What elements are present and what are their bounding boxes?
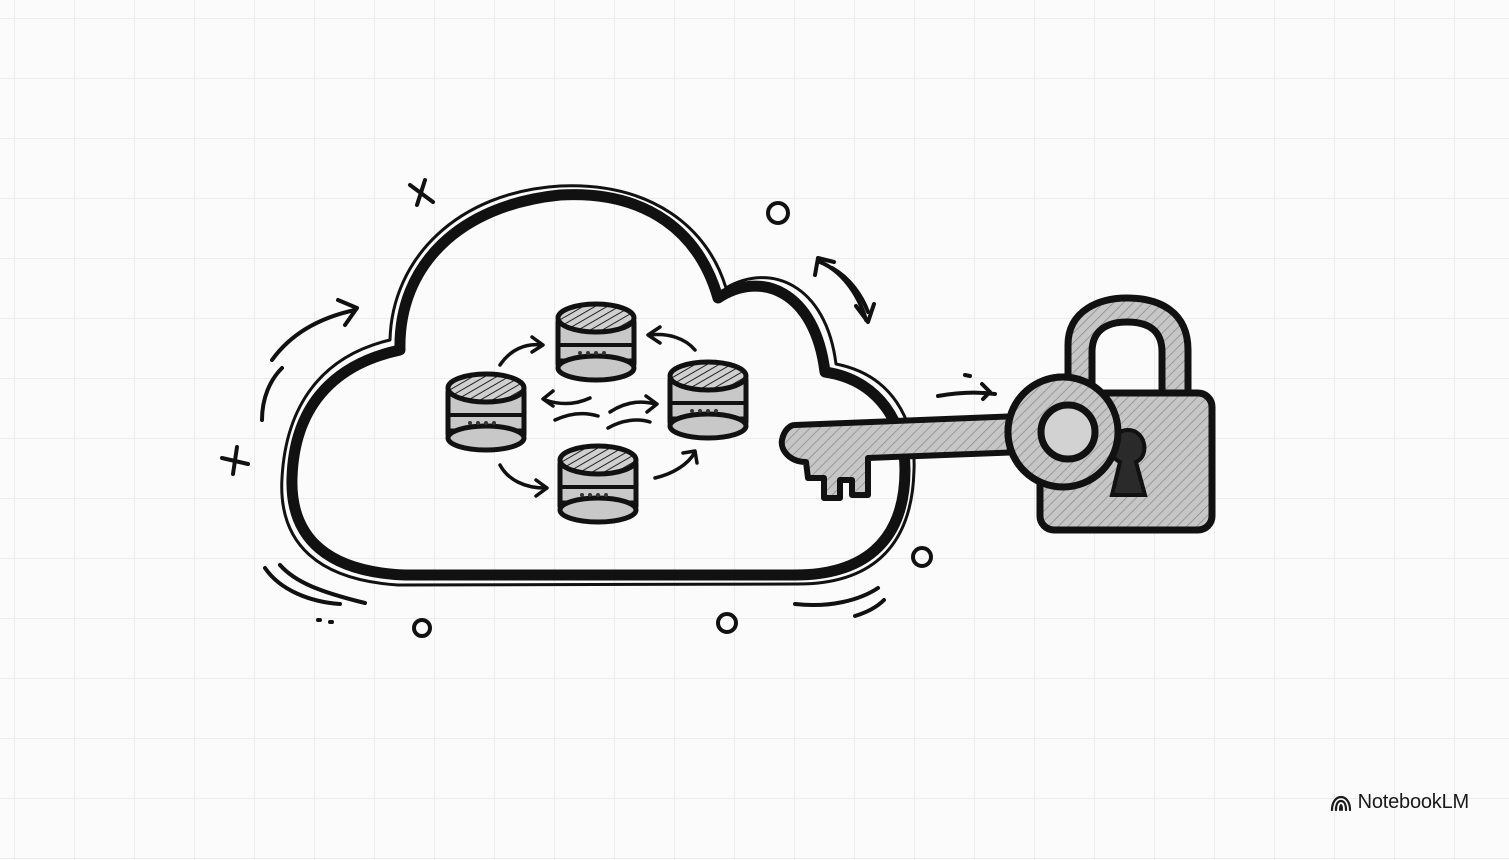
sparkle-icons — [220, 178, 997, 638]
database-left-icon — [445, 371, 527, 453]
database-bottom-icon — [557, 443, 639, 525]
database-top-icon — [555, 301, 637, 383]
padlock-icon — [1004, 294, 1216, 534]
watermark-brand-text: NotebookLM — [1357, 791, 1470, 813]
cloud-icon — [280, 184, 916, 587]
notebooklm-watermark: NotebookLM — [1330, 791, 1469, 814]
notebooklm-logo-icon — [1330, 795, 1351, 811]
motion-marks-icon — [260, 256, 886, 624]
sync-arrows-icon — [498, 325, 699, 498]
database-right-icon — [667, 359, 749, 441]
